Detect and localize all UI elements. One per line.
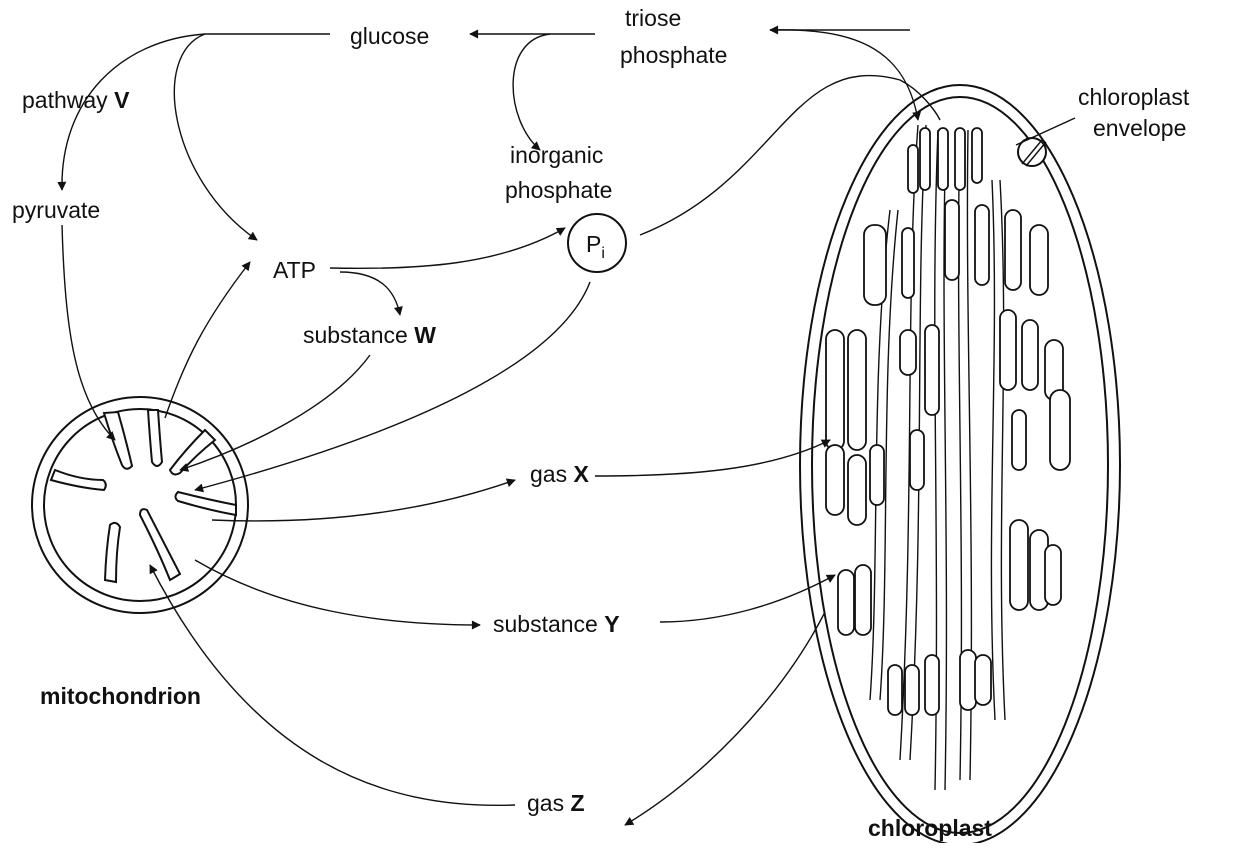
label-triose-phosphate: phosphate <box>620 42 727 68</box>
glucose-to-atp-arrow <box>174 34 257 240</box>
label-gas-z-prefix: gas <box>527 790 564 816</box>
label-pathway-letter: V <box>114 87 130 113</box>
label-pi-subscript: i <box>601 245 605 262</box>
label-gas-x: gas X <box>530 461 589 487</box>
label-substance-w: substance W <box>303 322 436 348</box>
label-inorganic-phosphate: phosphate <box>505 177 612 203</box>
pi-to-mitochondrion-arrow <box>195 282 590 490</box>
label-glucose: glucose <box>350 23 429 49</box>
mitochondrion-organelle <box>32 397 248 613</box>
label-triose: triose <box>625 5 681 31</box>
label-pathway-prefix: pathway <box>22 87 108 113</box>
triose-to-inorganic-phosphate-arrow <box>513 34 550 150</box>
label-atp: ATP <box>273 257 316 283</box>
label-gas-z: gas Z <box>527 790 585 816</box>
label-chloroplast-envelope-2: envelope <box>1093 115 1186 141</box>
atp-to-substance-w-arrow <box>340 272 400 315</box>
label-pathway-v: pathway V <box>22 87 130 113</box>
label-substance-w-letter: W <box>414 322 436 348</box>
mitochondrion-to-gas-x-arrow <box>212 480 515 521</box>
label-mitochondrion: mitochondrion <box>40 683 201 709</box>
atp-to-pi-arrow <box>330 228 565 268</box>
gas-x-to-chloroplast-arrow <box>595 440 830 476</box>
label-gas-x-letter: X <box>573 461 589 487</box>
label-chloroplast-envelope-1: chloroplast <box>1078 84 1190 110</box>
label-chloroplast: chloroplast <box>868 815 992 841</box>
label-pi-main: P <box>586 231 601 257</box>
label-inorganic: inorganic <box>510 142 603 168</box>
gas-z-to-mitochondrion-arrow <box>150 565 515 805</box>
label-substance-w-prefix: substance <box>303 322 408 348</box>
chloroplast-to-gas-z-arrow <box>625 612 825 825</box>
label-substance-y: substance Y <box>493 611 620 637</box>
label-gas-z-letter: Z <box>570 790 584 816</box>
chloroplast-organelle <box>800 85 1120 843</box>
label-substance-y-prefix: substance <box>493 611 598 637</box>
label-pyruvate: pyruvate <box>12 197 100 223</box>
chloroplast-to-triose-arrow <box>770 30 918 120</box>
label-substance-y-letter: Y <box>604 611 619 637</box>
mitochondrion-to-atp-arrow <box>165 262 250 418</box>
label-gas-x-prefix: gas <box>530 461 567 487</box>
mitochondrion-to-substance-y-arrow <box>195 560 480 625</box>
